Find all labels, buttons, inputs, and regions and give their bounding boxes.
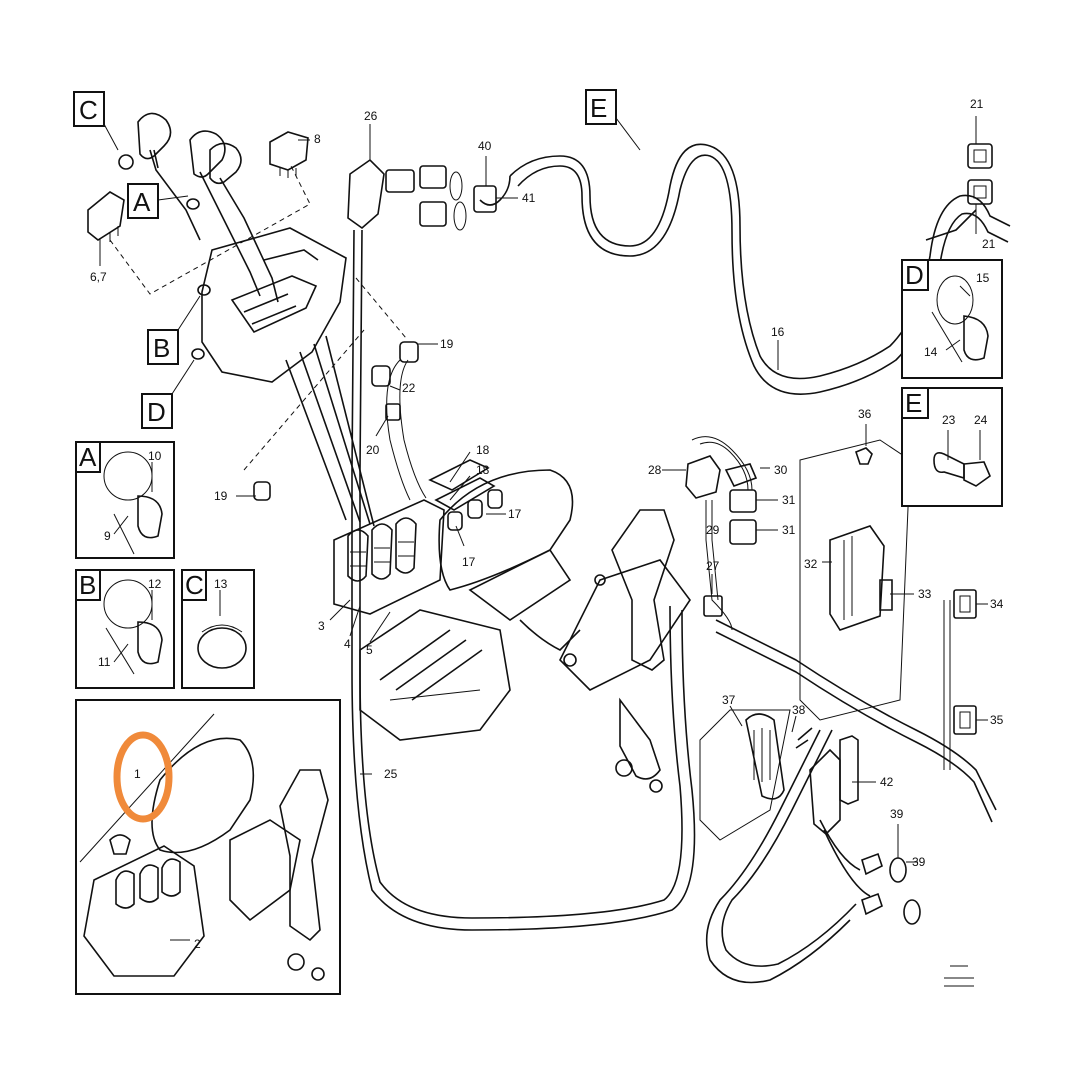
- label-42: 42: [880, 775, 894, 789]
- label-19a: 19: [440, 337, 454, 351]
- panel-B-letter: B: [79, 570, 96, 600]
- control-unit-32-33: [799, 439, 911, 721]
- valve-block: [333, 499, 445, 615]
- label-25: 25: [384, 767, 398, 781]
- detail-panel-A: [75, 441, 175, 559]
- label-38: 38: [792, 703, 806, 717]
- label-36: 36: [858, 407, 872, 421]
- panel-E-part-23: 23: [942, 413, 956, 427]
- rocker-switch-6-7: [87, 191, 125, 248]
- connector-27: [703, 595, 723, 617]
- view-letter-C: C: [79, 95, 98, 125]
- label-28: 28: [648, 463, 662, 477]
- panel-A-letter: A: [79, 442, 97, 472]
- armrest-assembly: [359, 469, 691, 793]
- label-29: 29: [706, 523, 720, 537]
- connectors-34-35: [953, 589, 977, 735]
- label-39a: 39: [890, 807, 904, 821]
- label-3: 3: [318, 619, 325, 633]
- label-6-7: 6,7: [90, 270, 107, 284]
- panel-E-letter: E: [905, 388, 922, 418]
- label-1: 1: [134, 767, 141, 781]
- label-21b: 21: [982, 237, 996, 251]
- highlight-ring: [113, 731, 173, 823]
- label-30: 30: [774, 463, 788, 477]
- inset-lever-detail: [75, 699, 341, 995]
- small-parts-19-20-22: [243, 277, 419, 501]
- panel-C-part-13: 13: [214, 577, 228, 591]
- panel-D-part-15: 15: [976, 271, 990, 285]
- label-5: 5: [366, 643, 373, 657]
- view-letter-E: E: [590, 93, 607, 123]
- drawing-id-mark: [944, 965, 974, 987]
- label-31b: 31: [782, 523, 796, 537]
- label-17b: 17: [462, 555, 476, 569]
- label-18a: 18: [476, 443, 490, 457]
- label-27: 27: [706, 559, 720, 573]
- label-8: 8: [314, 132, 321, 146]
- view-letter-B: B: [153, 333, 170, 363]
- screw-36: [855, 447, 873, 465]
- panel-B-part-12: 12: [148, 577, 162, 591]
- label-32: 32: [804, 557, 818, 571]
- plug-42: [809, 735, 859, 836]
- panel-C-letter: C: [185, 570, 204, 600]
- label-37: 37: [722, 693, 736, 707]
- panel-A-part-9: 9: [104, 529, 111, 543]
- view-letter-A: A: [133, 187, 151, 217]
- control-lever-assembly: [109, 112, 375, 527]
- panel-A-part-10: 10: [148, 449, 162, 463]
- label-16: 16: [771, 325, 785, 339]
- part-number-labels: 1 2 3 4 5 6,7 8 16 17 17 18 18 19 19 20 …: [90, 97, 1004, 951]
- connector-cluster-26: [347, 158, 497, 231]
- label-33: 33: [918, 587, 932, 601]
- connectors-21: [967, 143, 993, 205]
- view-letter-D: D: [147, 397, 166, 427]
- view-letter-boxes: C A B D E A B C D E: [73, 89, 929, 601]
- label-17a: 17: [508, 507, 522, 521]
- switch-8: [269, 131, 309, 178]
- label-41: 41: [522, 191, 536, 205]
- panel-E-part-24: 24: [974, 413, 988, 427]
- label-34: 34: [990, 597, 1004, 611]
- connectors-28-31: [685, 436, 758, 631]
- knobs: [118, 154, 211, 360]
- label-22: 22: [402, 381, 416, 395]
- leader-lines: [99, 116, 988, 941]
- panel-B-part-11: 11: [98, 655, 111, 669]
- detail-panel-B: [75, 569, 175, 689]
- label-40: 40: [478, 139, 492, 153]
- label-21a: 21: [970, 97, 984, 111]
- label-35: 35: [990, 713, 1004, 727]
- label-2: 2: [194, 937, 201, 951]
- plug-37-38: [699, 709, 813, 841]
- label-18b: 18: [476, 463, 490, 477]
- label-4: 4: [344, 637, 351, 651]
- label-19b: 19: [214, 489, 228, 503]
- label-31a: 31: [782, 493, 796, 507]
- label-20: 20: [366, 443, 380, 457]
- panel-D-letter: D: [905, 260, 924, 290]
- label-39b: 39: [912, 855, 926, 869]
- panel-D-part-14: 14: [924, 345, 938, 359]
- connectors-17-18: [428, 459, 503, 531]
- label-26: 26: [364, 109, 378, 123]
